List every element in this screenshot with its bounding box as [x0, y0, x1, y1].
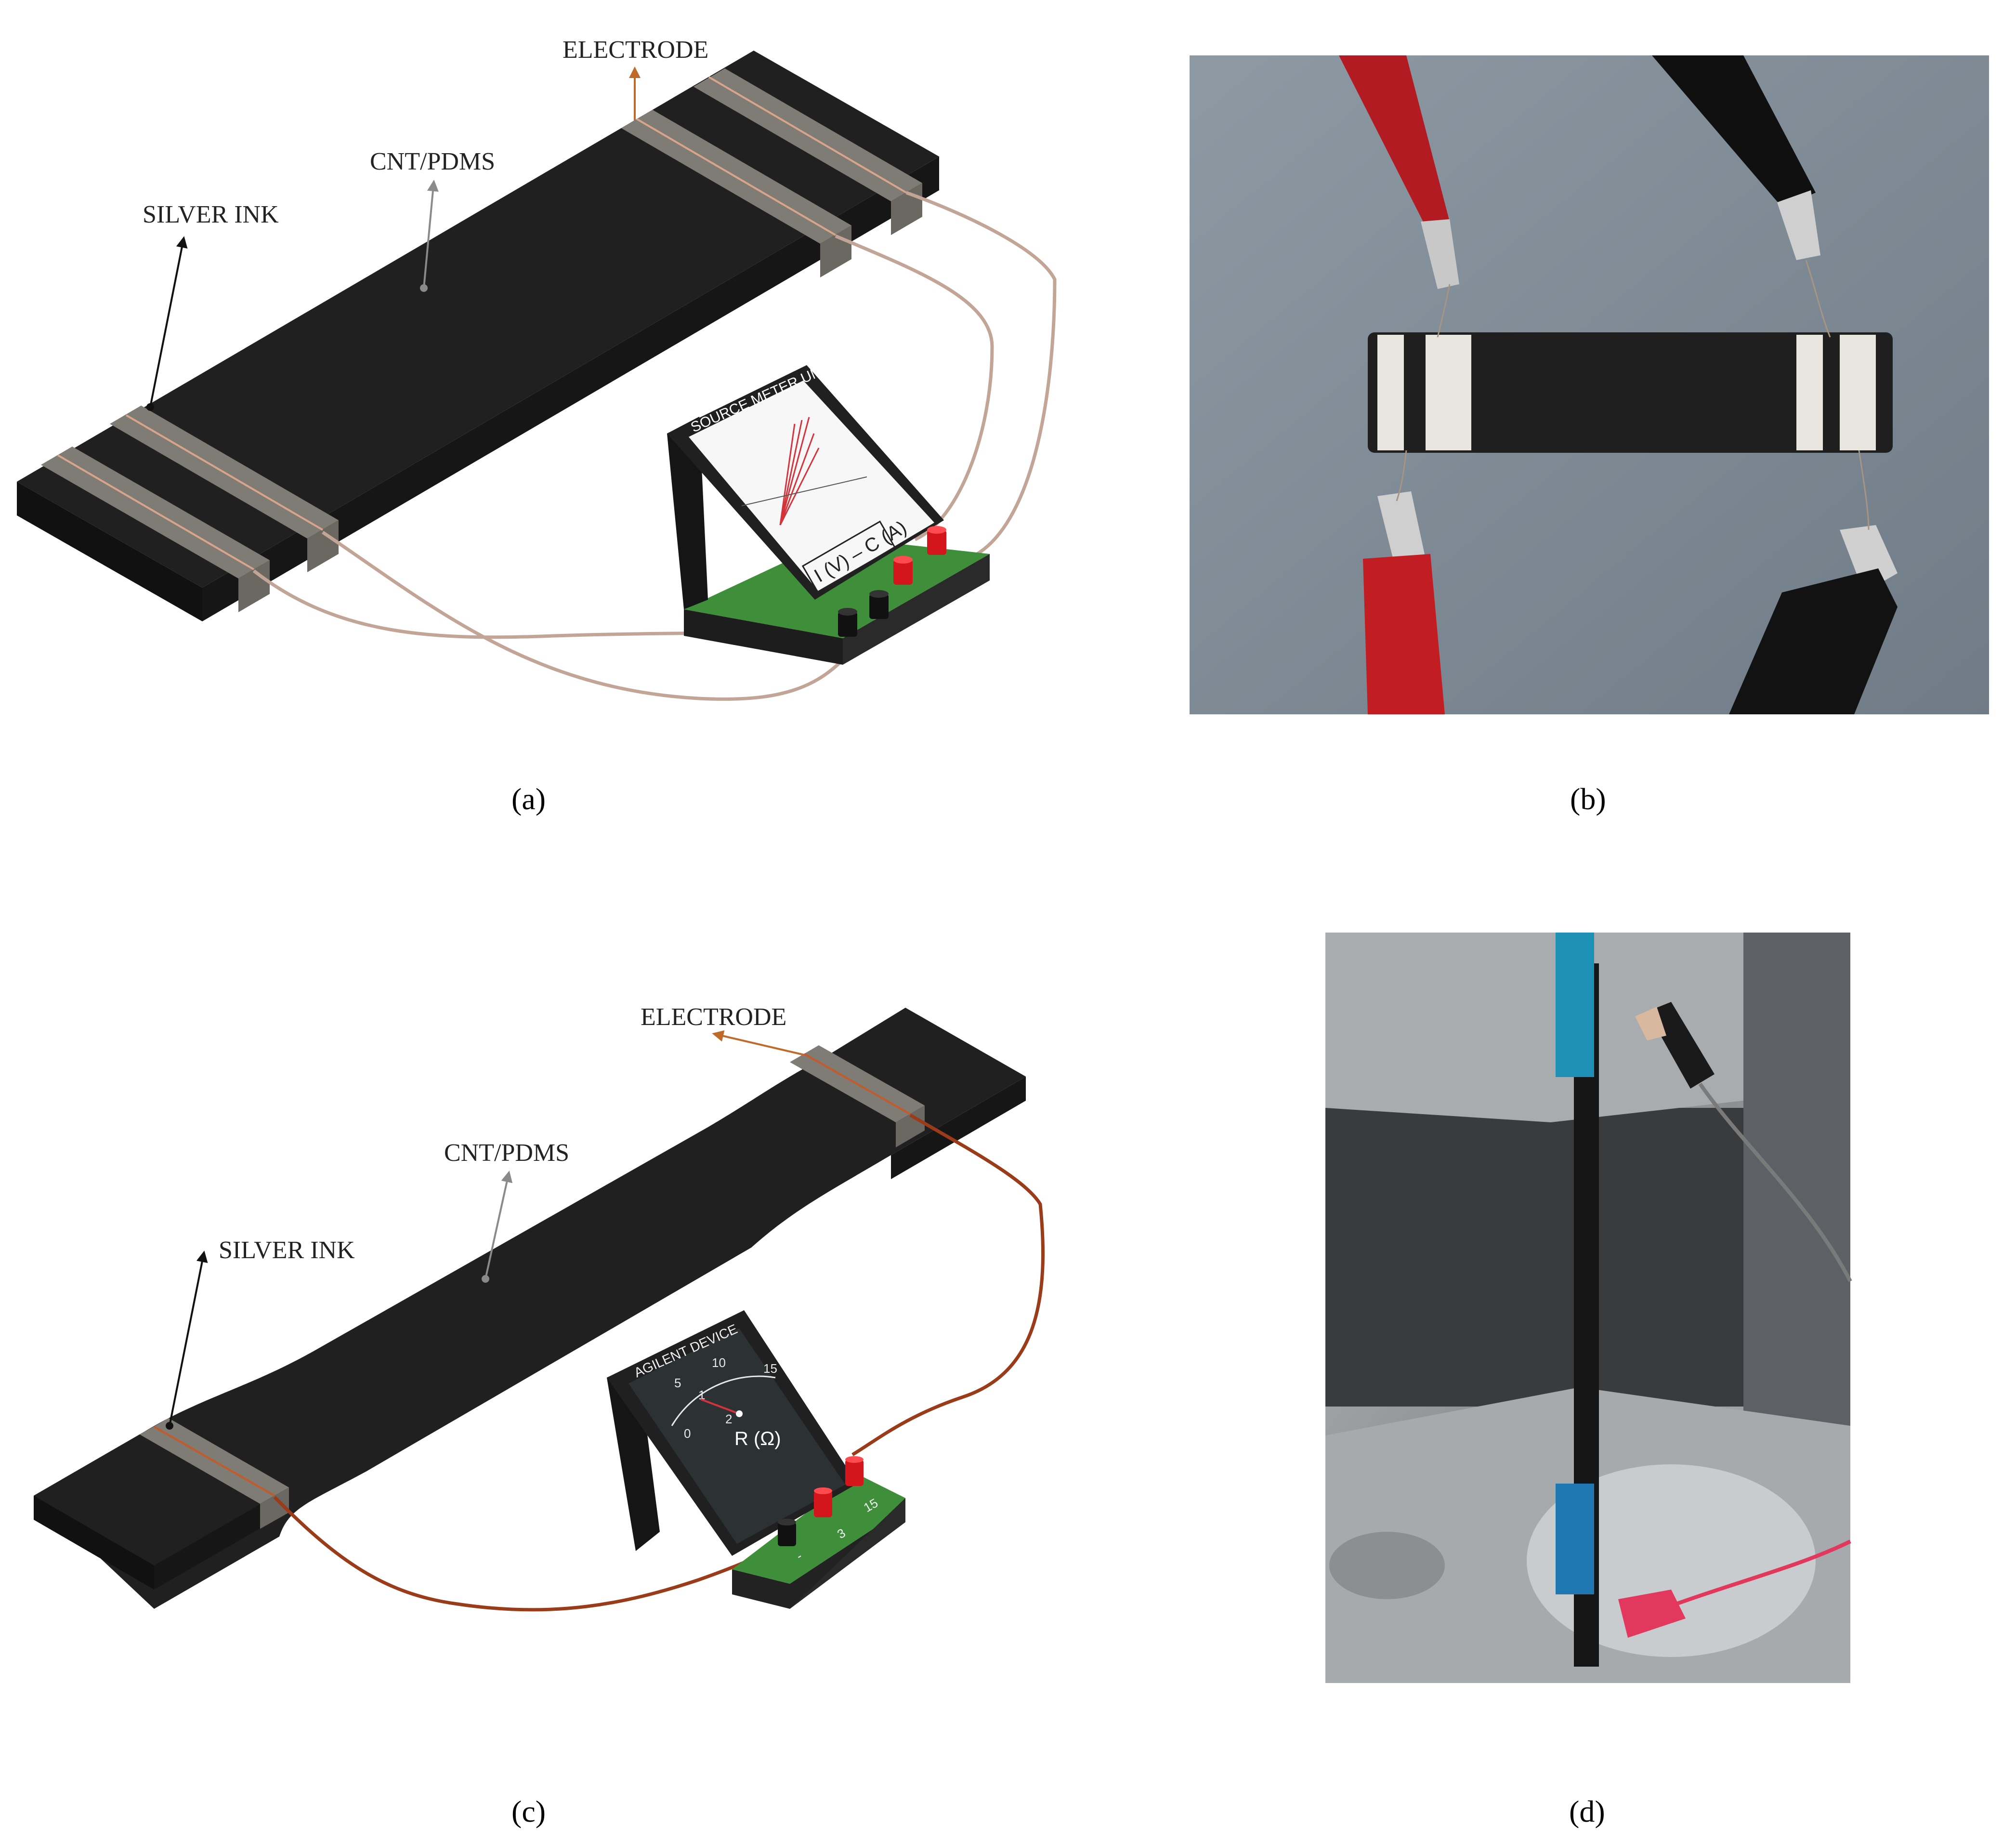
clip-bottom-d [1618, 1539, 1851, 1638]
silver-ink-bands-left-a [41, 406, 339, 612]
scale-tick-15: 15 [763, 1361, 777, 1376]
specimen-strip-d [1556, 933, 1599, 1667]
terminals-c [778, 1456, 864, 1546]
panel-a: ELECTRODE CNT/PDMS SILVER INK [17, 36, 1057, 816]
callout-electrode-a: ELECTRODE [563, 36, 708, 120]
callout-silver-ink-c: SILVER INK [166, 1236, 355, 1430]
scale-tick-5: 5 [674, 1376, 681, 1390]
silver-ink-bands-c [140, 1045, 925, 1529]
clip-top-right-b [1652, 55, 1820, 260]
scale-tick-2: 2 [725, 1412, 732, 1426]
specimen-bar-a [17, 51, 939, 621]
callout-silver-ink-a: SILVER INK [143, 201, 279, 411]
panel-label-b: (b) [1570, 782, 1606, 816]
clip-bottom-left-b [1363, 491, 1445, 714]
scale-tick-1: 1 [698, 1388, 705, 1402]
callout-cnt-pdms-c: CNT/PDMS [444, 1139, 569, 1283]
photo-d [1325, 933, 1852, 1683]
callout-cnt-pdms-a: CNT/PDMS [370, 148, 495, 292]
electrode-label-a: ELECTRODE [563, 36, 708, 64]
scale-tick-0: 0 [684, 1426, 691, 1441]
clip-bottom-right-b [1729, 525, 1898, 714]
meter-plot-a [779, 417, 820, 526]
clip-top-left-b [1339, 55, 1459, 289]
meter-unit-label: R (Ω) [734, 1428, 781, 1449]
clip-top-d [1635, 1002, 1852, 1282]
electrode-label-c: ELECTRODE [641, 1003, 786, 1031]
agilent-device: AGILENT DEVICE 0 1 2 5 10 15 R (Ω) [607, 1310, 905, 1609]
panel-d: (d) [1325, 933, 1852, 1828]
photo-b [1190, 55, 1989, 714]
specimen-dogbone-c [34, 1008, 1026, 1609]
source-meter-unit: SOURCE METER UNIT I (V) – C (A) [667, 358, 990, 665]
silver-ink-label-a: SILVER INK [143, 201, 279, 228]
meter-needle [700, 1398, 740, 1415]
specimen-bar-b [1368, 332, 1893, 453]
panel-label-d: (d) [1569, 1794, 1605, 1828]
callout-electrode-c: ELECTRODE [641, 1003, 805, 1056]
terminals-a [838, 526, 946, 637]
panel-label-a: (a) [511, 782, 546, 816]
cnt-pdms-label-c: CNT/PDMS [444, 1139, 569, 1167]
silver-ink-label-c: SILVER INK [219, 1236, 355, 1264]
wires-b [1396, 260, 1870, 530]
scale-tick-10: 10 [712, 1355, 726, 1370]
meter-scale-ticks: 0 1 2 5 10 15 [674, 1355, 777, 1441]
cnt-pdms-label-a: CNT/PDMS [370, 148, 495, 175]
panel-b: (b) [1190, 55, 1989, 816]
panel-c: ELECTRODE CNT/PDMS SILVER INK AGILENT DE… [34, 1003, 1045, 1828]
panel-label-c: (c) [511, 1794, 546, 1828]
